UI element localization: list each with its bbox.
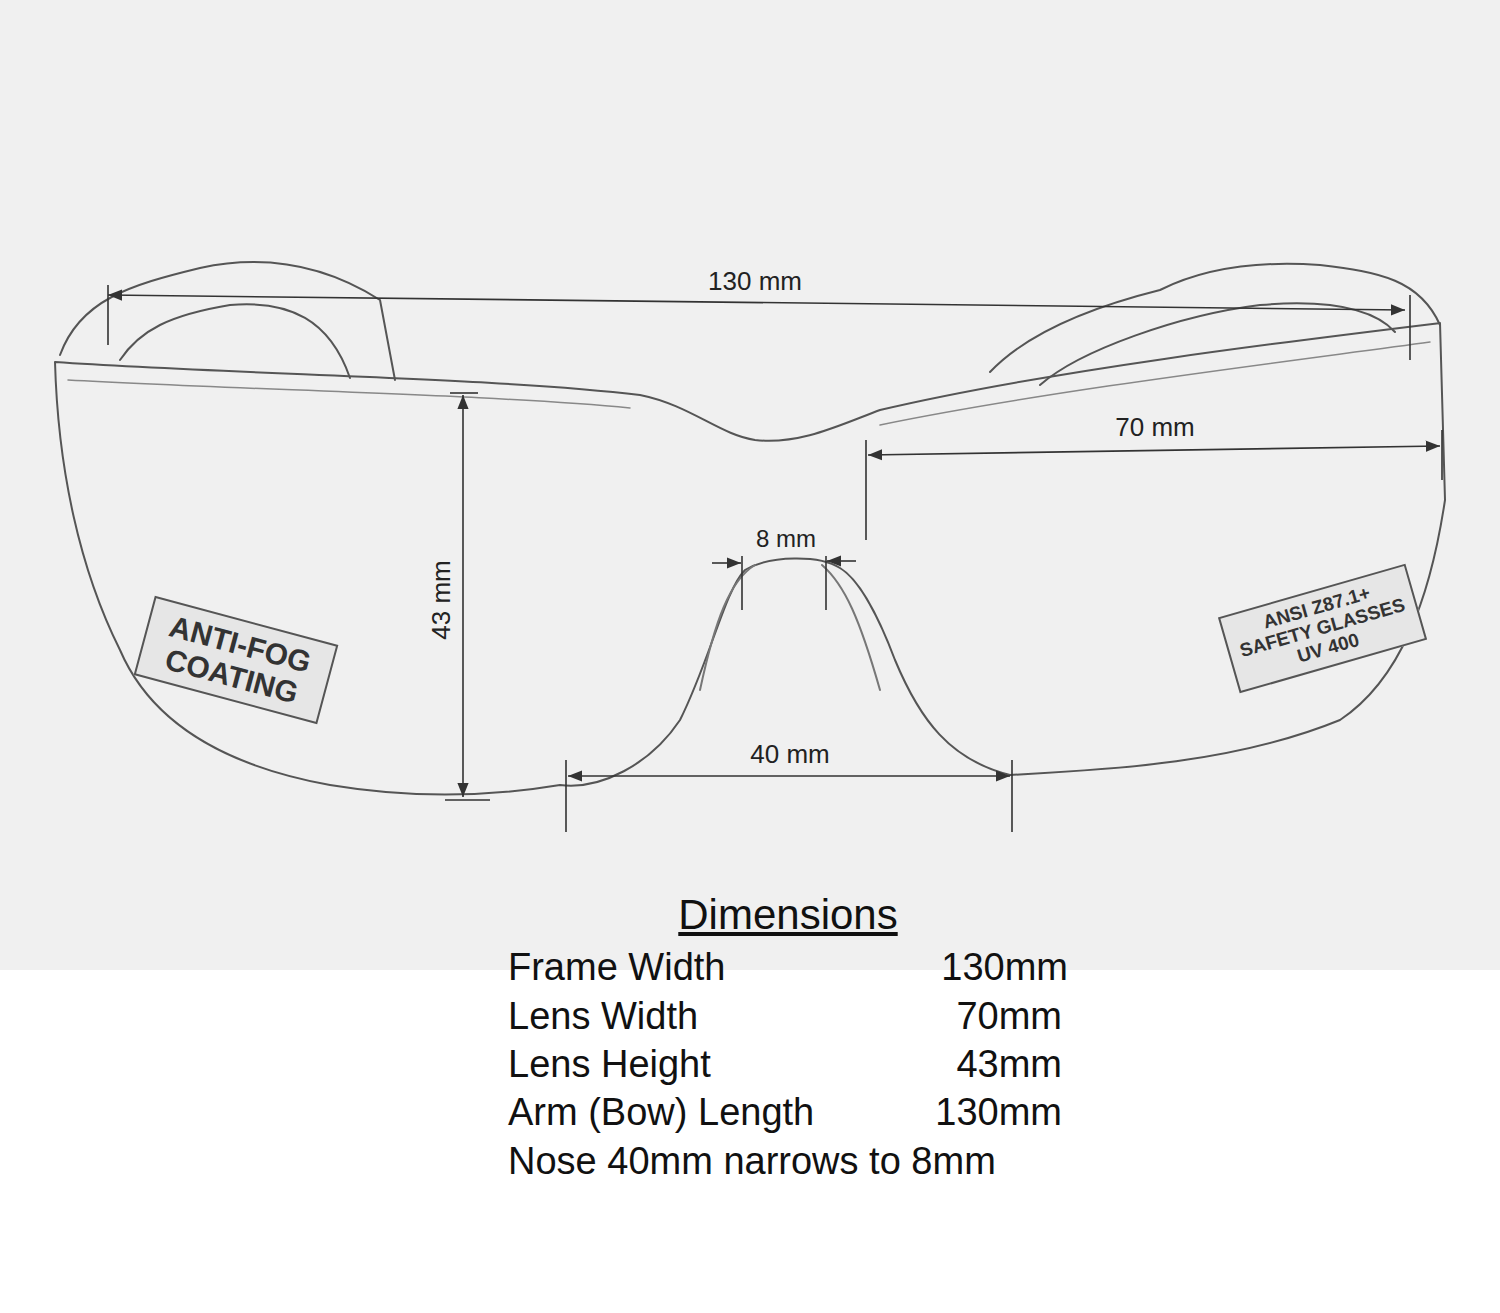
- sketch-ground: [0, 0, 1500, 970]
- table-cell: 70mm: [956, 995, 1062, 1039]
- table-cell: Arm (Bow) Length: [508, 1091, 814, 1135]
- dimension-label: 43 mm: [427, 557, 457, 642]
- table-cell: Nose 40mm narrows to 8mm: [508, 1140, 996, 1184]
- dimension-label: 8 mm: [753, 525, 819, 553]
- table-cell: Lens Width: [508, 995, 698, 1039]
- table-cell: 43mm: [956, 1043, 1062, 1087]
- dimension-label: 40 mm: [747, 740, 832, 770]
- table-cell: 130mm: [935, 1091, 1062, 1135]
- table-cell: 130mm: [941, 946, 1068, 990]
- table-cell: Frame Width: [508, 946, 725, 990]
- dimension-label: 130 mm: [705, 267, 805, 297]
- table-cell: Lens Height: [508, 1043, 711, 1087]
- dimension-label: 70 mm: [1112, 413, 1197, 443]
- table-heading: Dimensions: [678, 891, 897, 939]
